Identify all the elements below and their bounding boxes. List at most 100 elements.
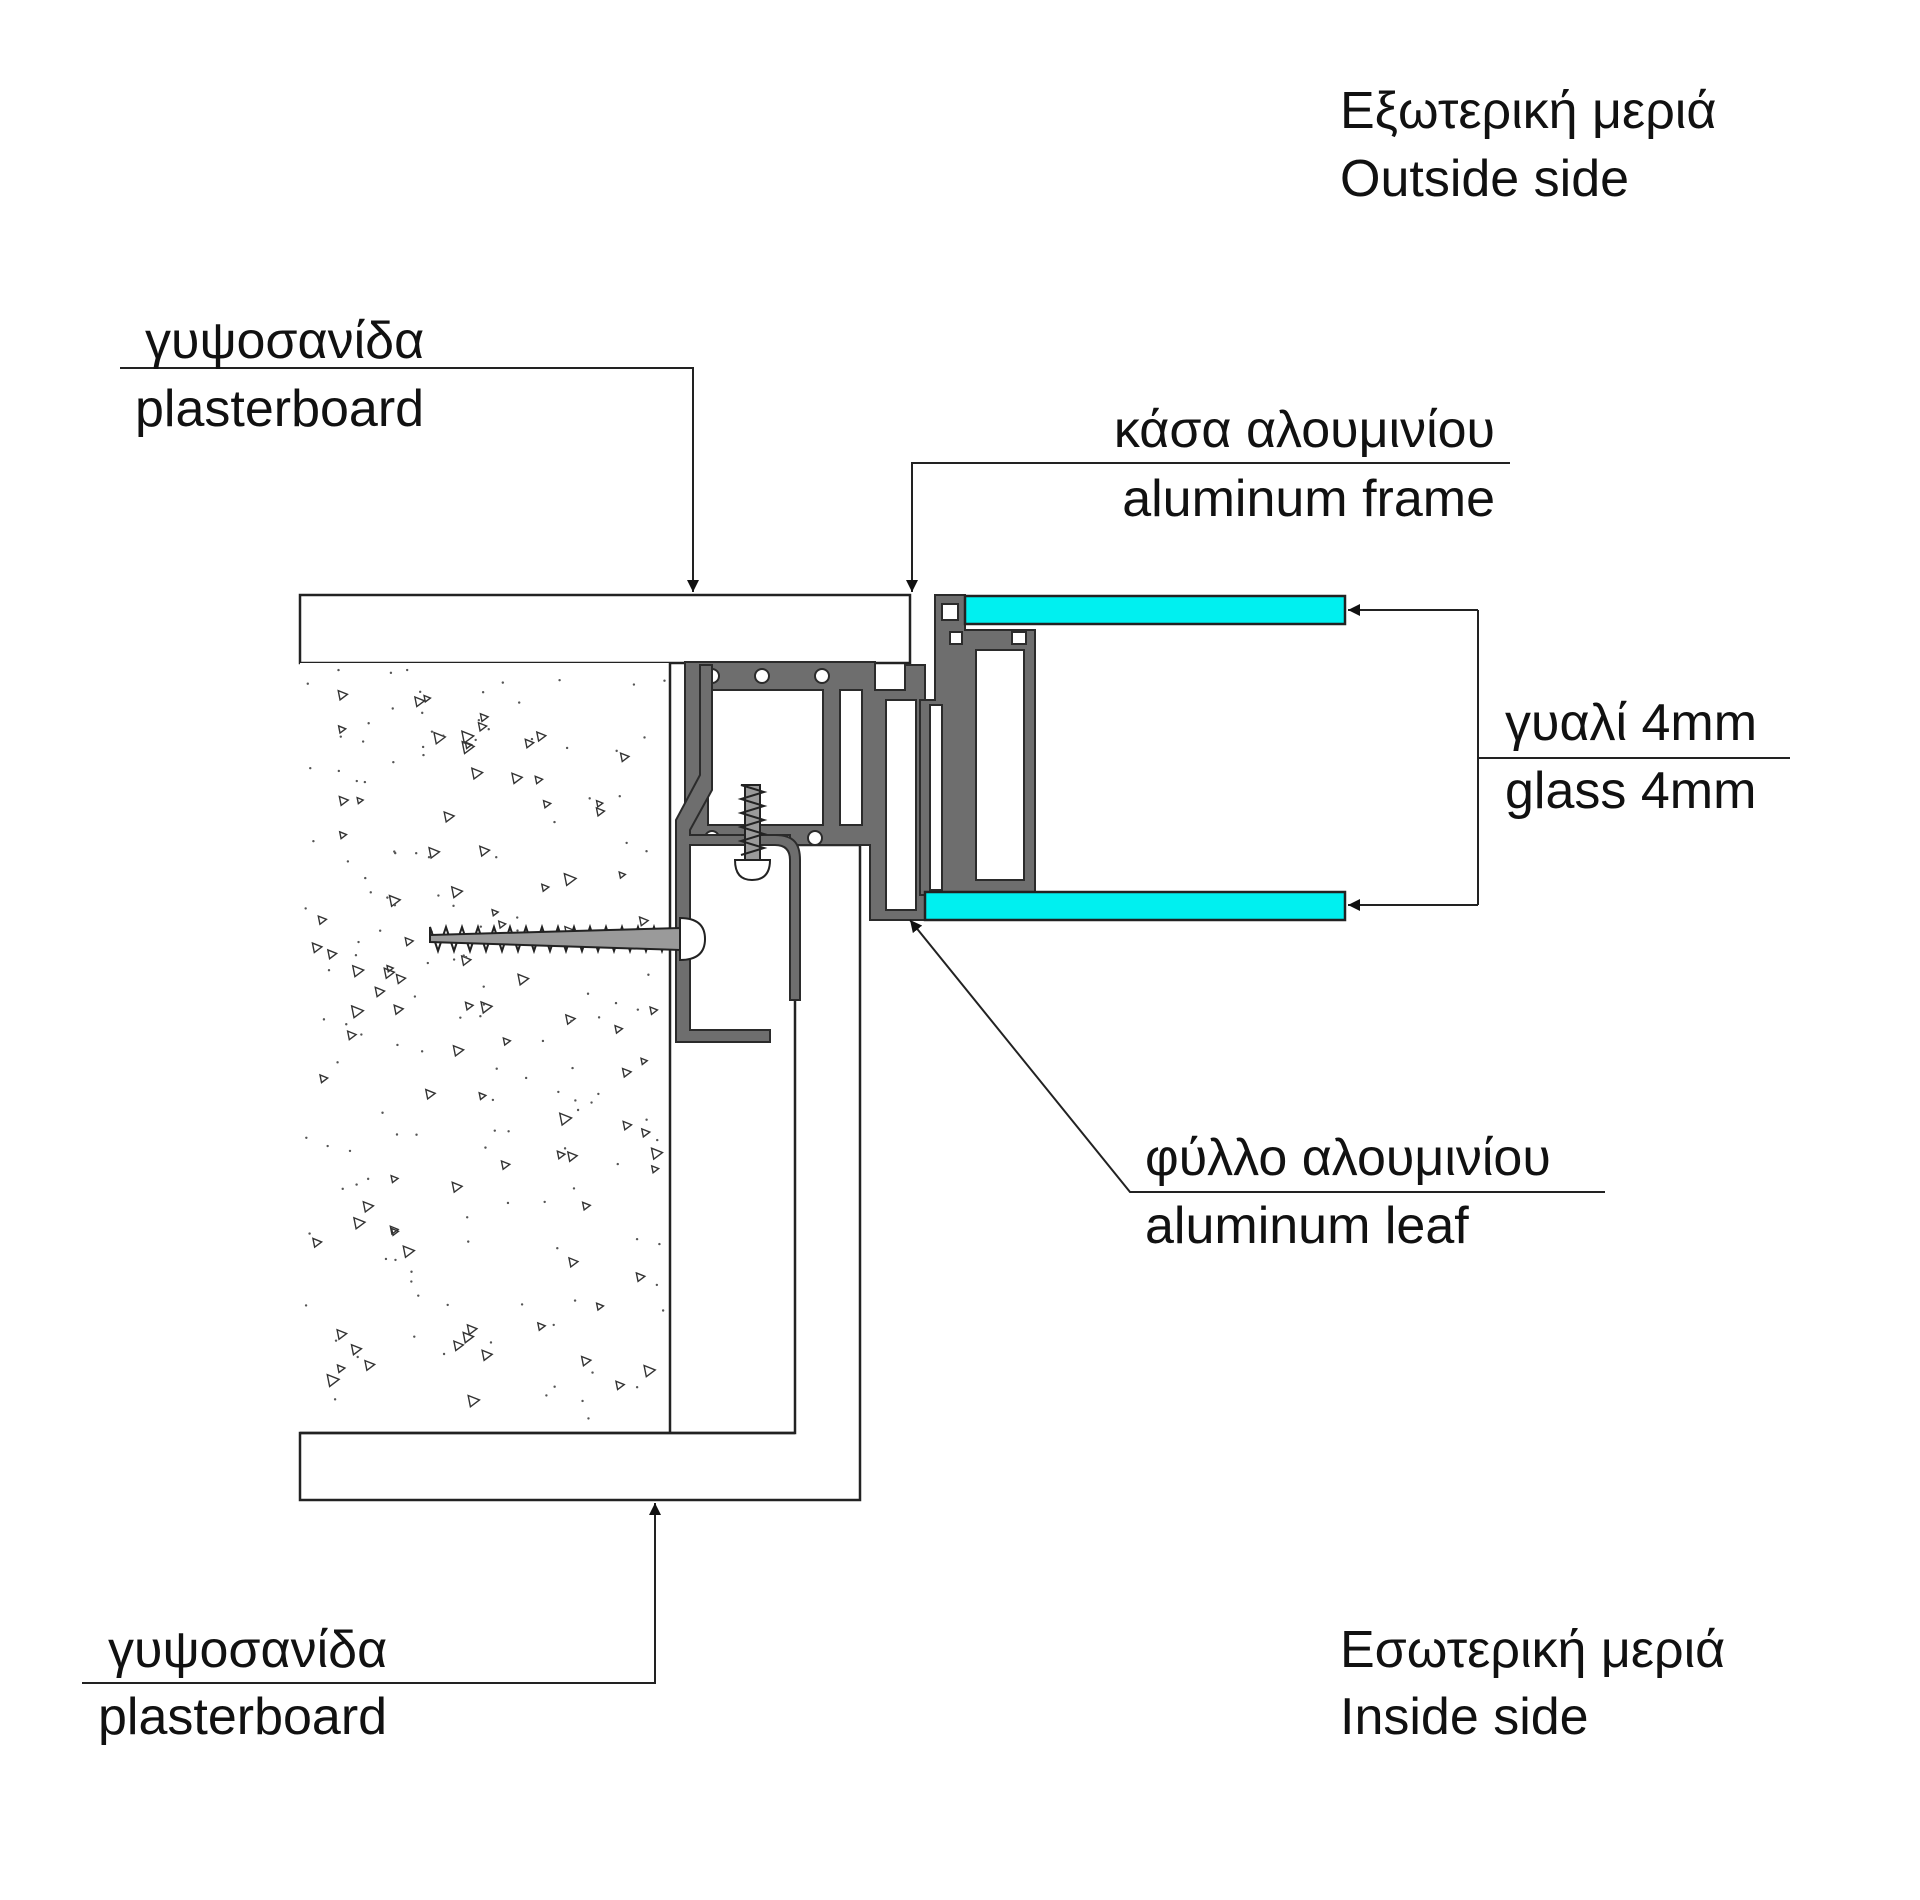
insulation-speckle — [580, 1355, 593, 1368]
insulation-dot — [625, 841, 628, 845]
insulation-speckle — [618, 870, 627, 880]
insulation-dot — [482, 985, 485, 988]
insulation-speckle — [467, 1394, 481, 1409]
insulation-speckle — [413, 695, 426, 708]
insulation-dot — [437, 894, 440, 897]
insulation-dot — [541, 1039, 545, 1043]
insulation-speckle — [450, 885, 464, 899]
insulation-dot — [415, 1133, 418, 1136]
insulation-speckle — [497, 920, 508, 930]
insulation-dot — [645, 1118, 648, 1121]
insulation-speckle — [350, 1004, 365, 1019]
insulation-dot — [304, 907, 307, 910]
insulation-speckle — [351, 964, 366, 978]
insulation-dot — [571, 1066, 574, 1070]
insulation-dot — [337, 769, 341, 773]
insulation-dot — [574, 1099, 577, 1102]
insulation-speckle — [388, 894, 402, 908]
insulation-dot — [553, 820, 556, 824]
insulation-dot — [635, 1237, 639, 1241]
insulation-dot — [355, 1183, 358, 1186]
glass-pane-inner — [923, 890, 1347, 922]
insulation-dot — [333, 1398, 337, 1401]
insulation-speckle — [390, 1227, 400, 1237]
insulation-speckle — [640, 1057, 649, 1066]
insulation-dot — [474, 738, 477, 742]
insulation-dot — [663, 679, 666, 682]
insulation-speckle — [433, 731, 447, 745]
insulation-dot — [415, 852, 418, 855]
insulation-dot — [394, 1258, 397, 1262]
insulation-dot — [378, 929, 382, 932]
insulation-speckle — [404, 936, 415, 947]
insulation-dot — [405, 668, 409, 672]
insulation-dot — [545, 1394, 548, 1397]
insulation-speckle — [491, 908, 500, 917]
insulation-dot — [367, 722, 370, 725]
plasterboard-bottom-label-english: plasterboard — [98, 1688, 387, 1746]
insulation-dot — [552, 1323, 555, 1327]
plasterboard-top-layer — [298, 593, 912, 665]
insulation-speckle — [524, 738, 536, 749]
insulation-dot — [465, 1216, 469, 1219]
insulation-dot — [381, 1111, 384, 1114]
insulation-speckle — [581, 1201, 592, 1212]
insulation-dot — [655, 1283, 659, 1287]
insulation-speckle — [428, 846, 441, 860]
insulation-speckle — [622, 1120, 633, 1132]
insulation-speckle — [470, 767, 485, 781]
insulation-dot — [645, 850, 648, 853]
insulation-dot — [501, 681, 505, 684]
insulation-dot — [394, 851, 397, 855]
plasterboard-top-label-english: plasterboard — [135, 380, 424, 438]
insulation-dot — [556, 1246, 559, 1250]
insulation-speckle — [395, 973, 407, 985]
insulation-dot — [360, 1033, 363, 1036]
insulation-speckle — [511, 772, 524, 785]
aluminum-leaf-label-greek: φύλλο αλουμινίου — [1145, 1129, 1551, 1187]
insulation-dot — [417, 1294, 420, 1297]
insulation-dot — [420, 1050, 424, 1053]
inside-label-greek: Εσωτερική μεριά — [1340, 1621, 1725, 1679]
insulation-dot — [495, 1067, 498, 1070]
insulation-speckle — [464, 1001, 475, 1012]
aluminum-leaf-label-english: aluminum leaf — [1145, 1197, 1469, 1255]
insulation-speckle — [390, 1174, 400, 1184]
insulation-core — [300, 663, 670, 1433]
insulation-dot — [452, 958, 456, 961]
insulation-dot — [586, 992, 590, 995]
insulation-dot — [565, 746, 569, 750]
aluminum-leaf-profile — [919, 594, 1036, 916]
insulation-speckle — [638, 915, 650, 927]
insulation-dot — [647, 973, 650, 976]
insulation-dot — [345, 1023, 348, 1026]
insulation-speckle — [568, 1256, 580, 1269]
insulation-dot — [336, 1061, 339, 1064]
insulation-dot — [487, 728, 490, 731]
insulation-dot — [479, 1014, 482, 1018]
insulation-speckle — [352, 1216, 367, 1231]
insulation-speckle — [461, 740, 476, 755]
insulation-speckle — [619, 751, 631, 763]
insulation-speckle — [326, 1373, 341, 1388]
insulation-dot — [587, 1417, 590, 1420]
insulation-speckle — [502, 1036, 512, 1047]
insulation-dot — [557, 1090, 560, 1094]
insulation-dot — [661, 1309, 665, 1312]
outside-label-english: Outside side — [1340, 150, 1629, 208]
insulation-dot — [337, 668, 340, 672]
insulation-dot — [481, 690, 485, 694]
insulation-speckle — [364, 1359, 377, 1372]
insulation-speckle — [466, 1323, 479, 1336]
insulation-dot — [421, 711, 424, 715]
insulation-dot — [467, 1240, 470, 1243]
insulation-dot — [558, 678, 561, 682]
insulation-speckles — [304, 668, 666, 1420]
insulation-dot — [322, 1018, 326, 1021]
insulation-speckle — [480, 1000, 494, 1015]
insulation-dot — [495, 856, 498, 859]
insulation-dot — [581, 1399, 584, 1403]
insulation-speckle — [336, 1363, 347, 1374]
insulation-dot — [618, 795, 621, 798]
insulation-dot — [614, 1001, 618, 1005]
